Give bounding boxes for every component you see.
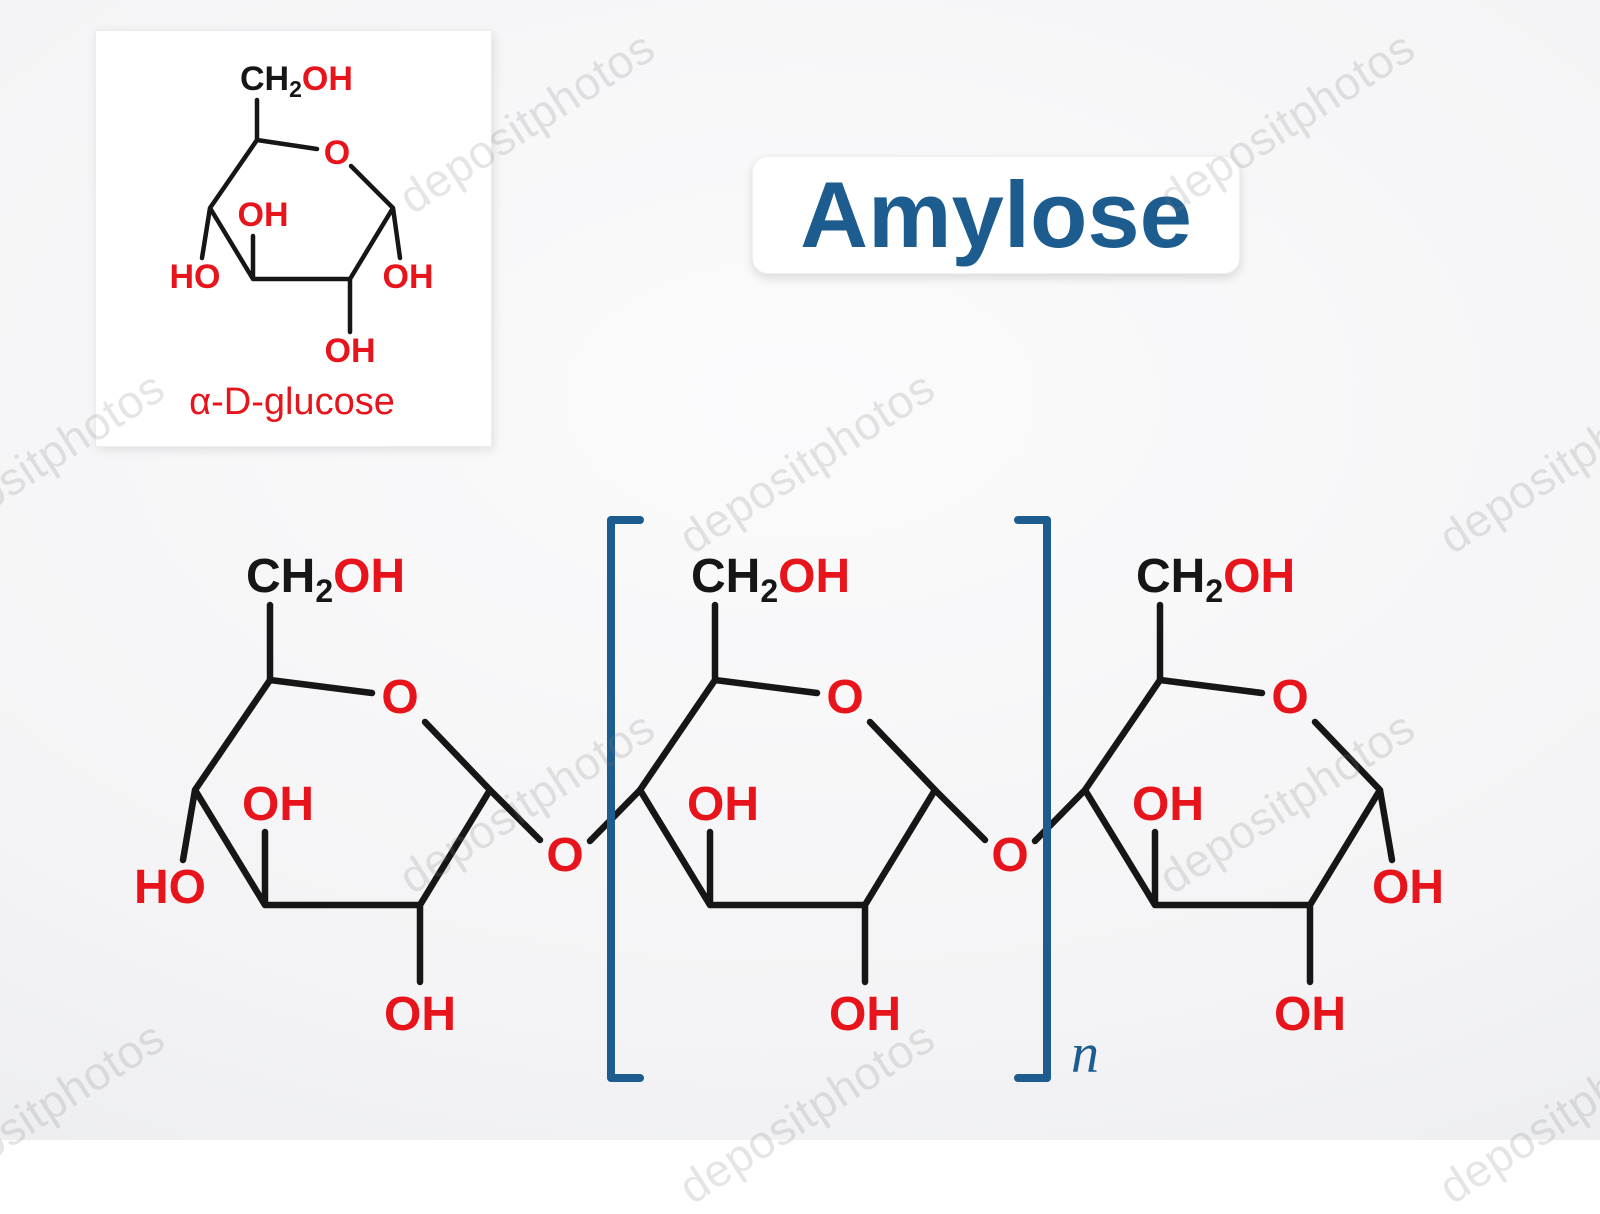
inset-caption: α-D-glucose [189,381,395,423]
hydroxyl-label: OH [238,196,289,234]
hydroxyl-label: OH [1372,861,1444,914]
structure-canvas: CH2OH O OH OH HO OH α-D-glucose CH2OH O … [134,60,1444,1085]
ch2oh-label: CH2OH [691,550,850,609]
glycosidic-linkage-2: O [931,786,1089,882]
ch2oh-label: CH2OH [1136,550,1295,609]
repeat-bracket-right [1014,516,1051,1082]
glycosidic-oxygen-label: O [546,829,583,882]
ring-oxygen-label: O [381,671,418,724]
ring-oxygen-label: O [324,134,350,172]
ch2oh-label: CH2OH [240,60,353,102]
repeat-bracket-left [607,516,644,1082]
ring-oxygen-label: O [826,671,863,724]
subscript-2: 2 [1205,573,1223,609]
oh-text: OH [778,550,850,603]
hydroxyl-label: OH [383,258,434,296]
hydroxyl-label: OH [1274,988,1346,1041]
hydroxyl-label: HO [170,258,221,296]
subscript-2: 2 [760,573,778,609]
ring-bonds [636,601,939,986]
ch-text: CH [1136,550,1205,603]
subscript-2: 2 [289,76,302,102]
ch-text: CH [240,60,289,98]
oh-text: OH [1223,550,1295,603]
glucose-inset-card [95,30,492,447]
ring-oxygen-label: O [1271,671,1308,724]
ring-bonds [179,601,494,986]
page-title: Amylose [800,162,1192,267]
repeat-count-subscript: n [1071,1023,1099,1085]
title-card: Amylose [752,156,1240,274]
inset-glucose-structure: CH2OH O OH OH HO OH α-D-glucose [170,60,434,423]
hydroxyl-label: OH [384,988,456,1041]
glucose-unit-3: CH2OH O OH OH OH [1081,550,1444,1041]
subscript-2: 2 [315,573,333,609]
glycosidic-linkage-1: O [486,786,644,882]
glycosidic-oxygen-label: O [991,829,1028,882]
inset-ring-bonds [199,97,403,335]
ch-text: CH [691,550,760,603]
oh-text: OH [333,550,405,603]
hydroxyl-label: OH [829,988,901,1041]
oh-text: OH [302,60,353,98]
ch-text: CH [246,550,315,603]
hydroxyl-label: OH [325,332,376,370]
hydroxyl-label: OH [687,778,759,831]
hydroxyl-label: OH [1132,778,1204,831]
glucose-unit-2: CH2OH O OH OH [636,550,939,1041]
hydroxyl-label: OH [242,778,314,831]
ring-bonds [1081,601,1396,986]
hydroxyl-label: HO [134,861,206,914]
ch2oh-label: CH2OH [246,550,405,609]
glucose-unit-1: CH2OH O OH OH HO [134,550,494,1041]
